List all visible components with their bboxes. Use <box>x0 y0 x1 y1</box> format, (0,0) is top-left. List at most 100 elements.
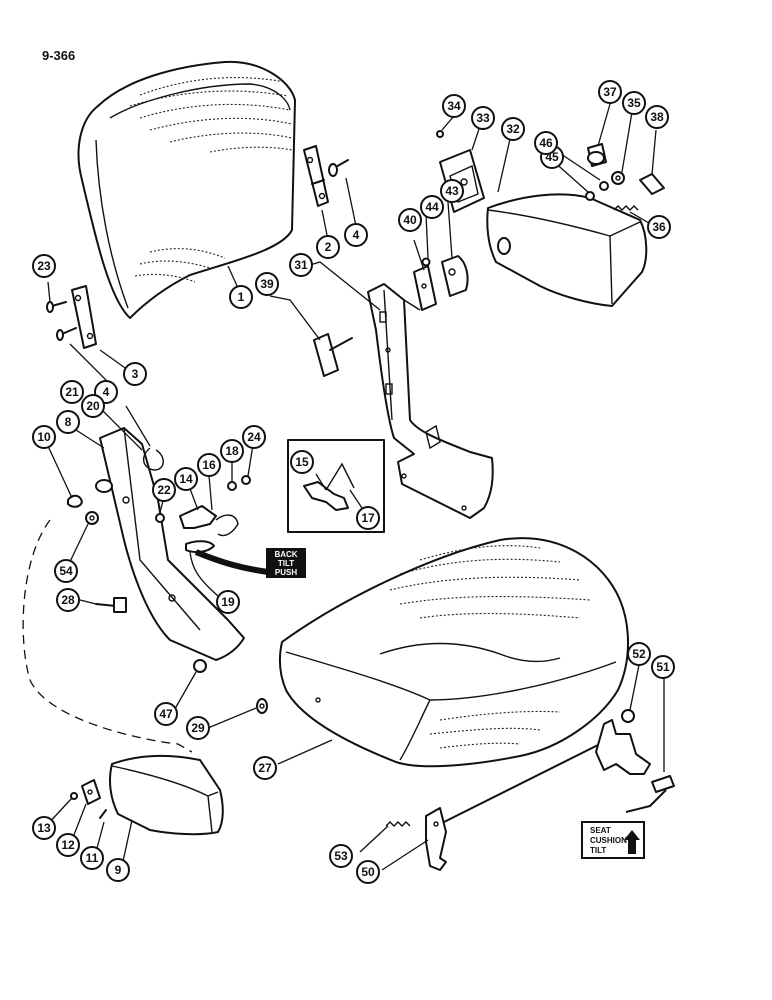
svg-text:2: 2 <box>325 240 332 254</box>
callout-20: 20 <box>81 394 105 418</box>
svg-text:40: 40 <box>403 213 417 227</box>
callout-18: 18 <box>220 439 244 463</box>
washer-35 <box>611 171 625 185</box>
svg-text:24: 24 <box>247 430 261 444</box>
knob <box>313 333 353 377</box>
seat-back-frame-right <box>367 283 494 519</box>
callout-31: 31 <box>289 253 313 277</box>
nut-44 <box>421 257 431 267</box>
svg-text:38: 38 <box>650 110 664 124</box>
callout-15: 15 <box>290 450 314 474</box>
callout-39: 39 <box>255 272 279 296</box>
callout-47: 47 <box>154 702 178 726</box>
callout-40: 40 <box>398 208 422 232</box>
svg-text:1: 1 <box>238 290 245 304</box>
nut-38 <box>639 173 665 195</box>
callout-23: 23 <box>32 254 56 278</box>
svg-text:35: 35 <box>627 96 641 110</box>
svg-text:33: 33 <box>476 111 490 125</box>
callout-33: 33 <box>471 106 495 130</box>
callout-11: 11 <box>80 846 104 870</box>
callout-38: 38 <box>645 105 669 129</box>
svg-text:27: 27 <box>258 761 272 775</box>
cap-51 <box>651 775 675 793</box>
callout-2: 2 <box>316 235 340 259</box>
svg-text:11: 11 <box>86 851 99 865</box>
decal2-line-2: CUSHION <box>590 836 627 845</box>
svg-text:8: 8 <box>65 415 72 429</box>
svg-text:9: 9 <box>115 863 122 877</box>
callout-51: 51 <box>651 655 675 679</box>
svg-text:54: 54 <box>59 564 73 578</box>
lever-43 <box>441 255 469 297</box>
washer-46 <box>599 181 609 191</box>
callout-36: 36 <box>647 215 671 239</box>
screw-11 <box>99 809 107 819</box>
decal-line-1: BACK <box>274 550 297 559</box>
svg-text:47: 47 <box>159 707 173 721</box>
svg-text:15: 15 <box>295 455 309 469</box>
seat-side-frame-left <box>95 427 245 661</box>
tilt-latch <box>143 447 251 537</box>
svg-text:31: 31 <box>294 258 308 272</box>
nut-54 <box>85 511 99 525</box>
svg-text:13: 13 <box>37 821 51 835</box>
svg-text:51: 51 <box>656 660 670 674</box>
svg-text:39: 39 <box>260 277 274 291</box>
hinge-bracket-lower <box>46 285 97 349</box>
armrest-left <box>109 754 224 836</box>
svg-text:29: 29 <box>191 721 205 735</box>
callout-8: 8 <box>56 410 80 434</box>
decal2-line-1: SEAT <box>590 826 611 835</box>
callout-27: 27 <box>253 756 277 780</box>
washer-29 <box>256 698 268 714</box>
seat-cushion-tilt-decal: SEAT CUSHION TILT <box>581 789 667 859</box>
svg-text:14: 14 <box>179 472 193 486</box>
callout-54: 54 <box>54 559 78 583</box>
callout-3: 3 <box>123 362 147 386</box>
callout-52: 52 <box>627 642 651 666</box>
svg-text:4: 4 <box>103 385 110 399</box>
seat-cushion <box>278 537 629 768</box>
decal-line-3: PUSH <box>275 568 297 577</box>
callout-32: 32 <box>501 117 525 141</box>
callout-17: 17 <box>356 506 380 530</box>
seat-back-cushion <box>77 60 296 319</box>
cushion-tilt-rod <box>425 709 651 871</box>
page-id: 9-366 <box>42 48 75 63</box>
svg-text:22: 22 <box>157 483 171 497</box>
callout-16: 16 <box>197 453 221 477</box>
svg-text:34: 34 <box>447 99 461 113</box>
svg-text:18: 18 <box>225 444 239 458</box>
screw-13 <box>70 792 78 800</box>
svg-text:28: 28 <box>61 593 75 607</box>
callout-14: 14 <box>174 467 198 491</box>
svg-text:50: 50 <box>361 865 375 879</box>
hinge-bracket-upper <box>303 145 349 207</box>
decal-line-2: TILT <box>278 559 294 568</box>
svg-text:52: 52 <box>632 647 646 661</box>
callout-50: 50 <box>356 860 380 884</box>
callout-22: 22 <box>152 478 176 502</box>
spring-53 <box>385 821 411 827</box>
callout-1: 1 <box>229 285 253 309</box>
svg-text:3: 3 <box>132 367 139 381</box>
spring-36 <box>613 205 639 211</box>
callout-46: 46 <box>534 131 558 155</box>
back-tilt-decal: BACK TILT PUSH <box>266 548 306 578</box>
callout-28: 28 <box>56 588 80 612</box>
clip-10 <box>67 494 83 508</box>
nut-47 <box>193 659 207 673</box>
pivot-pin <box>587 143 607 167</box>
callout-13: 13 <box>32 816 56 840</box>
svg-text:23: 23 <box>37 259 51 273</box>
callout-43: 43 <box>440 179 464 203</box>
callout-19: 19 <box>216 590 240 614</box>
callout-4-right: 4 <box>344 223 368 247</box>
svg-text:53: 53 <box>334 849 348 863</box>
svg-text:37: 37 <box>603 85 617 99</box>
svg-text:46: 46 <box>539 136 553 150</box>
callout-35: 35 <box>622 91 646 115</box>
svg-text:10: 10 <box>37 430 51 444</box>
svg-text:17: 17 <box>361 511 375 525</box>
